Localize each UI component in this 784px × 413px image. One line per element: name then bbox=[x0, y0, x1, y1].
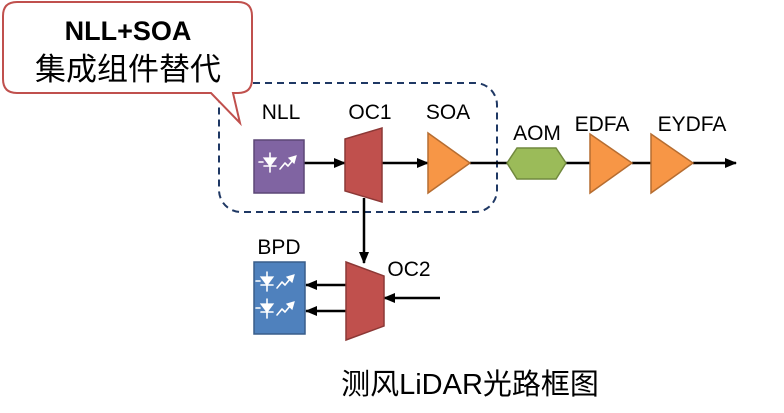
aom-label: AOM bbox=[513, 122, 561, 145]
callout-bubble: NLL+SOA 集成组件替代 bbox=[2, 1, 253, 127]
soa-amplifier bbox=[427, 131, 472, 195]
edfa-label: EDFA bbox=[575, 113, 630, 136]
oc1-coupler bbox=[344, 126, 383, 204]
diode-triangle bbox=[259, 303, 275, 313]
nll-box bbox=[253, 139, 305, 194]
light-arrowhead bbox=[285, 301, 295, 311]
oc2-label: OC2 bbox=[387, 258, 430, 281]
eydfa-amplifier bbox=[650, 132, 695, 195]
photodiode-pair-icon bbox=[255, 271, 295, 319]
photodiode-upper-icon bbox=[255, 271, 295, 292]
bpd-box bbox=[253, 261, 306, 335]
soa-label: SOA bbox=[426, 101, 470, 124]
aom-modulator bbox=[506, 147, 567, 180]
light-arrowhead bbox=[285, 274, 295, 284]
light-arrow bbox=[279, 159, 294, 170]
callout-subtitle: 集成组件替代 bbox=[35, 52, 221, 87]
eydfa-label: EYDFA bbox=[658, 113, 727, 136]
bpd-label: BPD bbox=[257, 236, 300, 259]
diagram-caption: 测风LiDAR光路框图 bbox=[341, 368, 599, 401]
nll-block bbox=[253, 139, 305, 194]
bpd-block bbox=[253, 261, 306, 335]
laser-diode-icon bbox=[258, 152, 297, 173]
light-arrow bbox=[276, 305, 291, 316]
photodiode-lower-icon bbox=[255, 298, 295, 319]
callout-shape bbox=[2, 1, 253, 127]
edfa-amplifier bbox=[589, 132, 634, 195]
diode-triangle bbox=[262, 157, 278, 167]
nll-label: NLL bbox=[262, 101, 301, 124]
oc1-label: OC1 bbox=[348, 101, 391, 124]
diode-triangle bbox=[259, 276, 275, 286]
callout-title: NLL+SOA bbox=[65, 16, 192, 46]
oc2-coupler bbox=[345, 260, 385, 342]
light-arrowhead bbox=[287, 155, 297, 165]
light-arrow bbox=[276, 278, 291, 289]
integration-group-outline bbox=[218, 82, 498, 213]
